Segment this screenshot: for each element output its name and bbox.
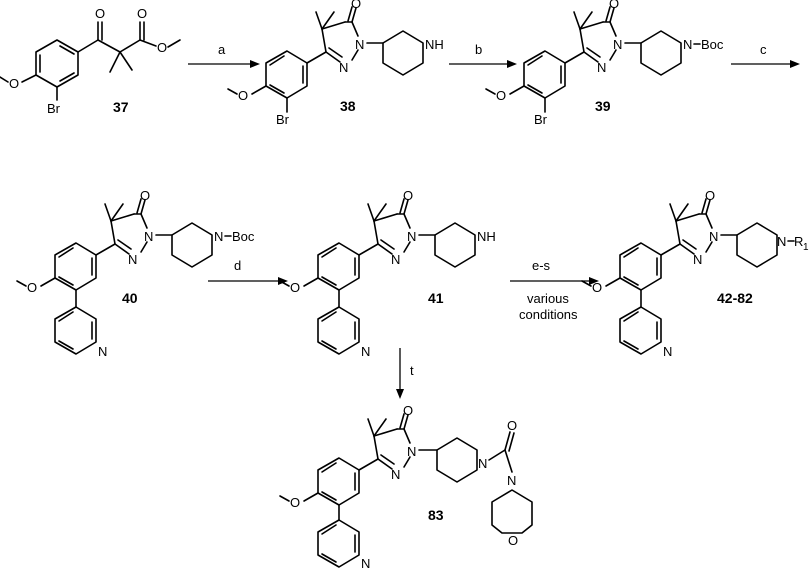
atom-nitrogen: N xyxy=(613,37,622,52)
atom-oxygen: O xyxy=(403,403,413,418)
compound-label-39: 39 xyxy=(595,98,611,114)
atom-nitrogen: N xyxy=(709,229,718,244)
atom-nh: NH xyxy=(477,229,496,244)
atom-bromine: Br xyxy=(534,112,548,127)
structure-39: O Br N N O N Boc 39 xyxy=(485,0,724,127)
structure-42-82: O N N N O N R 1 42-82 xyxy=(581,188,809,359)
step-label-e-s: e-s xyxy=(532,258,551,273)
structure-37: O Br O O O 37 xyxy=(0,6,181,116)
structure-38: O Br N N O NH 38 xyxy=(227,0,444,127)
atom-nitrogen: N xyxy=(683,37,692,52)
compound-label-42-82: 42-82 xyxy=(717,290,753,306)
compound-label-37: 37 xyxy=(113,99,129,115)
reaction-arrow-e-s: e-s various conditions xyxy=(510,258,599,322)
atom-nitrogen: N xyxy=(507,473,516,488)
atom-oxygen: O xyxy=(508,533,518,548)
atom-nitrogen: N xyxy=(128,252,137,267)
step-label-b: b xyxy=(475,42,482,57)
atom-nitrogen: N xyxy=(339,60,348,75)
step-condition-line-2: conditions xyxy=(519,307,578,322)
reaction-arrow-d: d xyxy=(208,258,288,285)
atom-oxygen: O xyxy=(238,88,248,103)
atom-oxygen: O xyxy=(27,280,37,295)
compound-label-40: 40 xyxy=(122,290,138,306)
atom-r-group: R xyxy=(794,234,803,249)
atom-nitrogen: N xyxy=(391,467,400,482)
step-label-t: t xyxy=(410,363,414,378)
reaction-arrow-b: b xyxy=(449,42,517,68)
atom-oxygen: O xyxy=(592,280,602,295)
atom-oxygen: O xyxy=(95,6,105,21)
atom-oxygen: O xyxy=(403,188,413,203)
atom-nh: NH xyxy=(425,37,444,52)
reaction-arrow-t: t xyxy=(396,348,414,399)
compound-label-83: 83 xyxy=(428,507,444,523)
compound-label-41: 41 xyxy=(428,290,444,306)
structure-83: O N N N O N O N O 83 xyxy=(279,403,533,571)
atom-nitrogen: N xyxy=(663,344,672,359)
atom-nitrogen: N xyxy=(407,229,416,244)
reaction-arrow-c: c xyxy=(731,42,800,68)
atom-oxygen: O xyxy=(351,0,361,11)
atom-oxygen: O xyxy=(9,76,19,91)
atom-oxygen: O xyxy=(290,280,300,295)
atom-nitrogen: N xyxy=(693,252,702,267)
step-condition-line-1: various xyxy=(527,291,569,306)
atom-nitrogen: N xyxy=(361,344,370,359)
step-label-d: d xyxy=(234,258,241,273)
atom-nitrogen: N xyxy=(391,252,400,267)
structure-40: O N N N O N Boc 40 xyxy=(16,188,255,359)
atom-nitrogen: N xyxy=(777,234,786,249)
step-label-a: a xyxy=(218,42,226,57)
atom-nitrogen: N xyxy=(478,456,487,471)
atom-bromine: Br xyxy=(276,112,290,127)
atom-nitrogen: N xyxy=(355,37,364,52)
atom-nitrogen: N xyxy=(361,556,370,571)
atom-oxygen: O xyxy=(157,40,167,55)
structure-41: O N N N O NH 41 xyxy=(279,188,496,359)
atom-oxygen: O xyxy=(137,6,147,21)
atom-oxygen: O xyxy=(140,188,150,203)
step-label-c: c xyxy=(760,42,767,57)
atom-boc: Boc xyxy=(701,37,724,52)
atom-boc: Boc xyxy=(232,229,255,244)
atom-r-subscript: 1 xyxy=(803,242,809,253)
compound-label-38: 38 xyxy=(340,98,356,114)
atom-oxygen: O xyxy=(705,188,715,203)
atom-oxygen: O xyxy=(609,0,619,11)
atom-oxygen: O xyxy=(496,88,506,103)
atom-nitrogen: N xyxy=(144,229,153,244)
atom-bromine: Br xyxy=(47,101,61,116)
atom-oxygen: O xyxy=(290,495,300,510)
atom-nitrogen: N xyxy=(214,229,223,244)
atom-oxygen: O xyxy=(507,418,517,433)
atom-nitrogen: N xyxy=(597,60,606,75)
atom-nitrogen: N xyxy=(98,344,107,359)
reaction-arrow-a: a xyxy=(188,42,260,68)
atom-nitrogen: N xyxy=(407,444,416,459)
